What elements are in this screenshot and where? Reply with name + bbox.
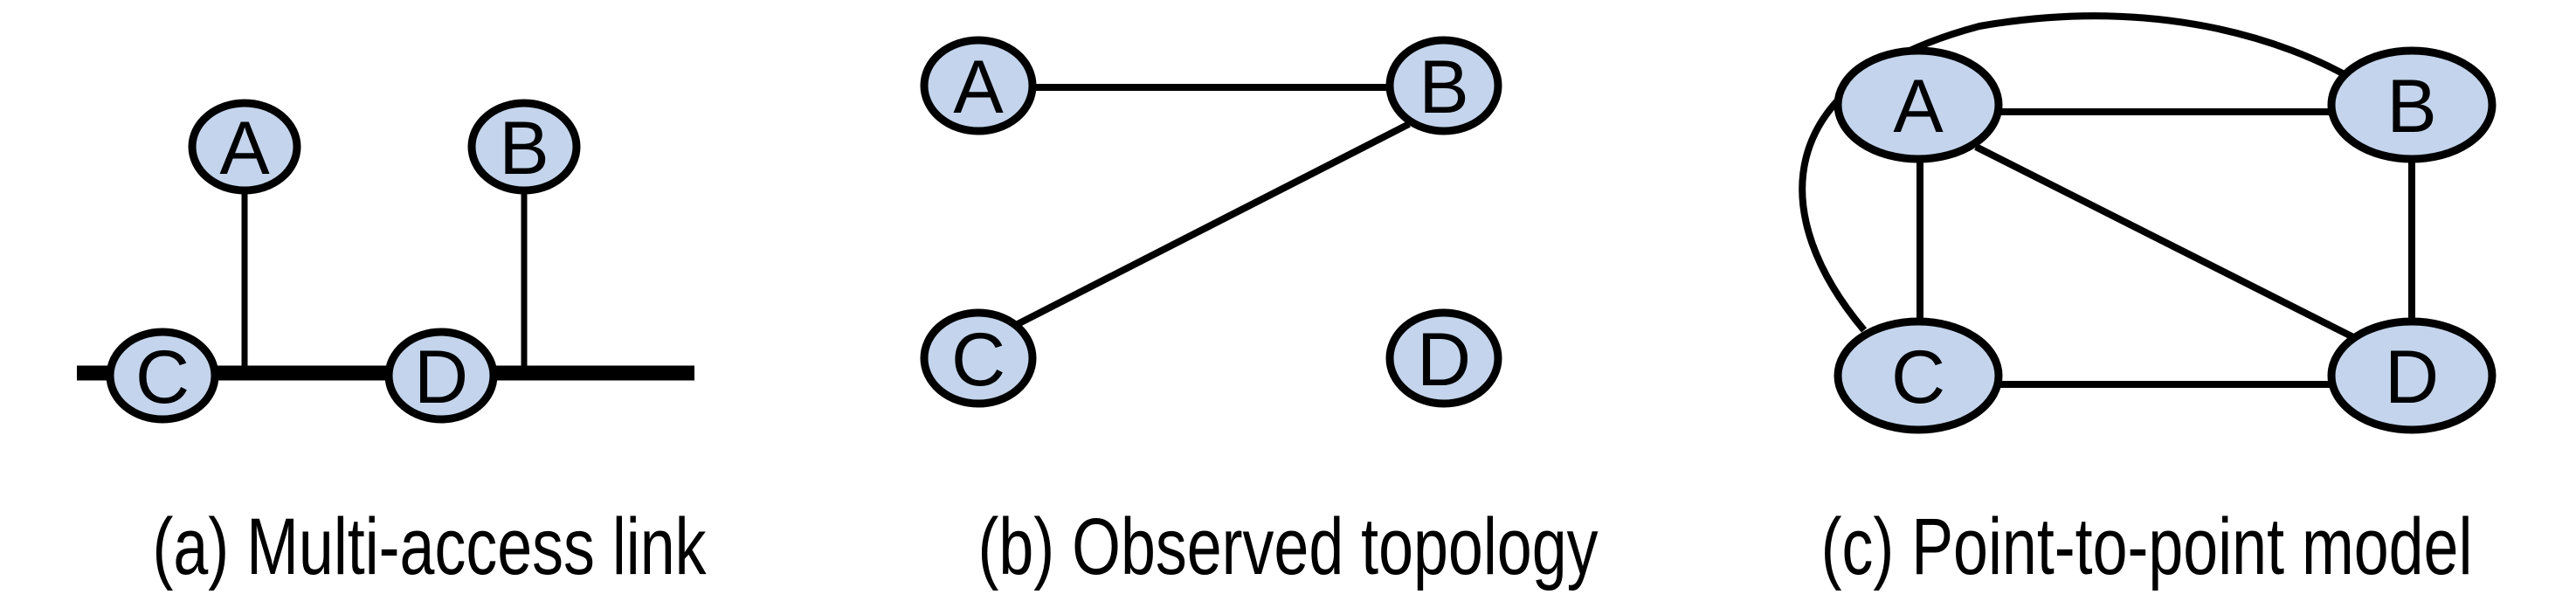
node-a-shape: [1834, 46, 2003, 163]
edge-a-d: [1974, 143, 2362, 344]
node-a-label: A: [953, 45, 1004, 129]
node-b[interactable]: B: [2327, 46, 2497, 163]
node-d[interactable]: D: [384, 328, 498, 424]
node-b[interactable]: B: [1385, 36, 1502, 135]
node-c-shape: [1834, 317, 2003, 434]
node-c-shape: [920, 308, 1037, 408]
node-d-label: D: [2385, 335, 2439, 419]
panel-multi-access-link: A B C D (a) Multi-access link: [0, 0, 859, 615]
node-b-shape: [2327, 46, 2497, 163]
node-a[interactable]: A: [188, 99, 301, 195]
panel-b-diagram: A B C D: [920, 36, 1502, 408]
node-c-label: C: [1891, 335, 1945, 419]
node-d-label: D: [1417, 318, 1471, 402]
node-c-label: C: [951, 318, 1005, 402]
node-a-shape: [188, 99, 301, 195]
node-c[interactable]: C: [920, 308, 1037, 408]
node-b-label: B: [1419, 45, 1468, 129]
node-a-label: A: [1893, 65, 1944, 149]
node-c-shape: [106, 328, 219, 424]
node-b-shape: [1385, 36, 1502, 135]
node-a[interactable]: A: [920, 36, 1037, 135]
node-d-shape: [2327, 317, 2497, 434]
panel-observed-topology: A B C D (b) Observed topology: [859, 0, 1717, 615]
edge-c-b-curved: [1799, 12, 2358, 333]
node-d-shape: [384, 328, 498, 424]
node-b-shape: [467, 99, 581, 195]
node-c[interactable]: C: [1834, 317, 2003, 434]
edge-c-b: [1014, 121, 1411, 328]
node-b-label: B: [2386, 65, 2436, 149]
node-d-shape: [1385, 308, 1502, 408]
node-c[interactable]: C: [106, 328, 219, 424]
node-c-label: C: [135, 335, 190, 419]
node-d[interactable]: D: [1385, 308, 1502, 408]
panel-c-caption: (c) Point-to-point model: [1820, 502, 2473, 591]
node-a-label: A: [219, 107, 270, 190]
node-a-shape: [920, 36, 1037, 135]
node-d[interactable]: D: [2327, 317, 2497, 434]
node-b[interactable]: B: [467, 99, 581, 195]
node-b-label: B: [499, 107, 549, 190]
panel-point-to-point-model: A B C D (c) Point-to-point model: [1717, 0, 2576, 615]
panel-a-caption: (a) Multi-access link: [152, 502, 707, 591]
panel-c-diagram: A B C D: [1799, 12, 2497, 434]
node-a[interactable]: A: [1834, 46, 2003, 163]
panel-b-caption: (b) Observed topology: [977, 502, 1599, 591]
panel-a-diagram: A B C D: [77, 99, 694, 424]
node-d-label: D: [414, 335, 468, 419]
